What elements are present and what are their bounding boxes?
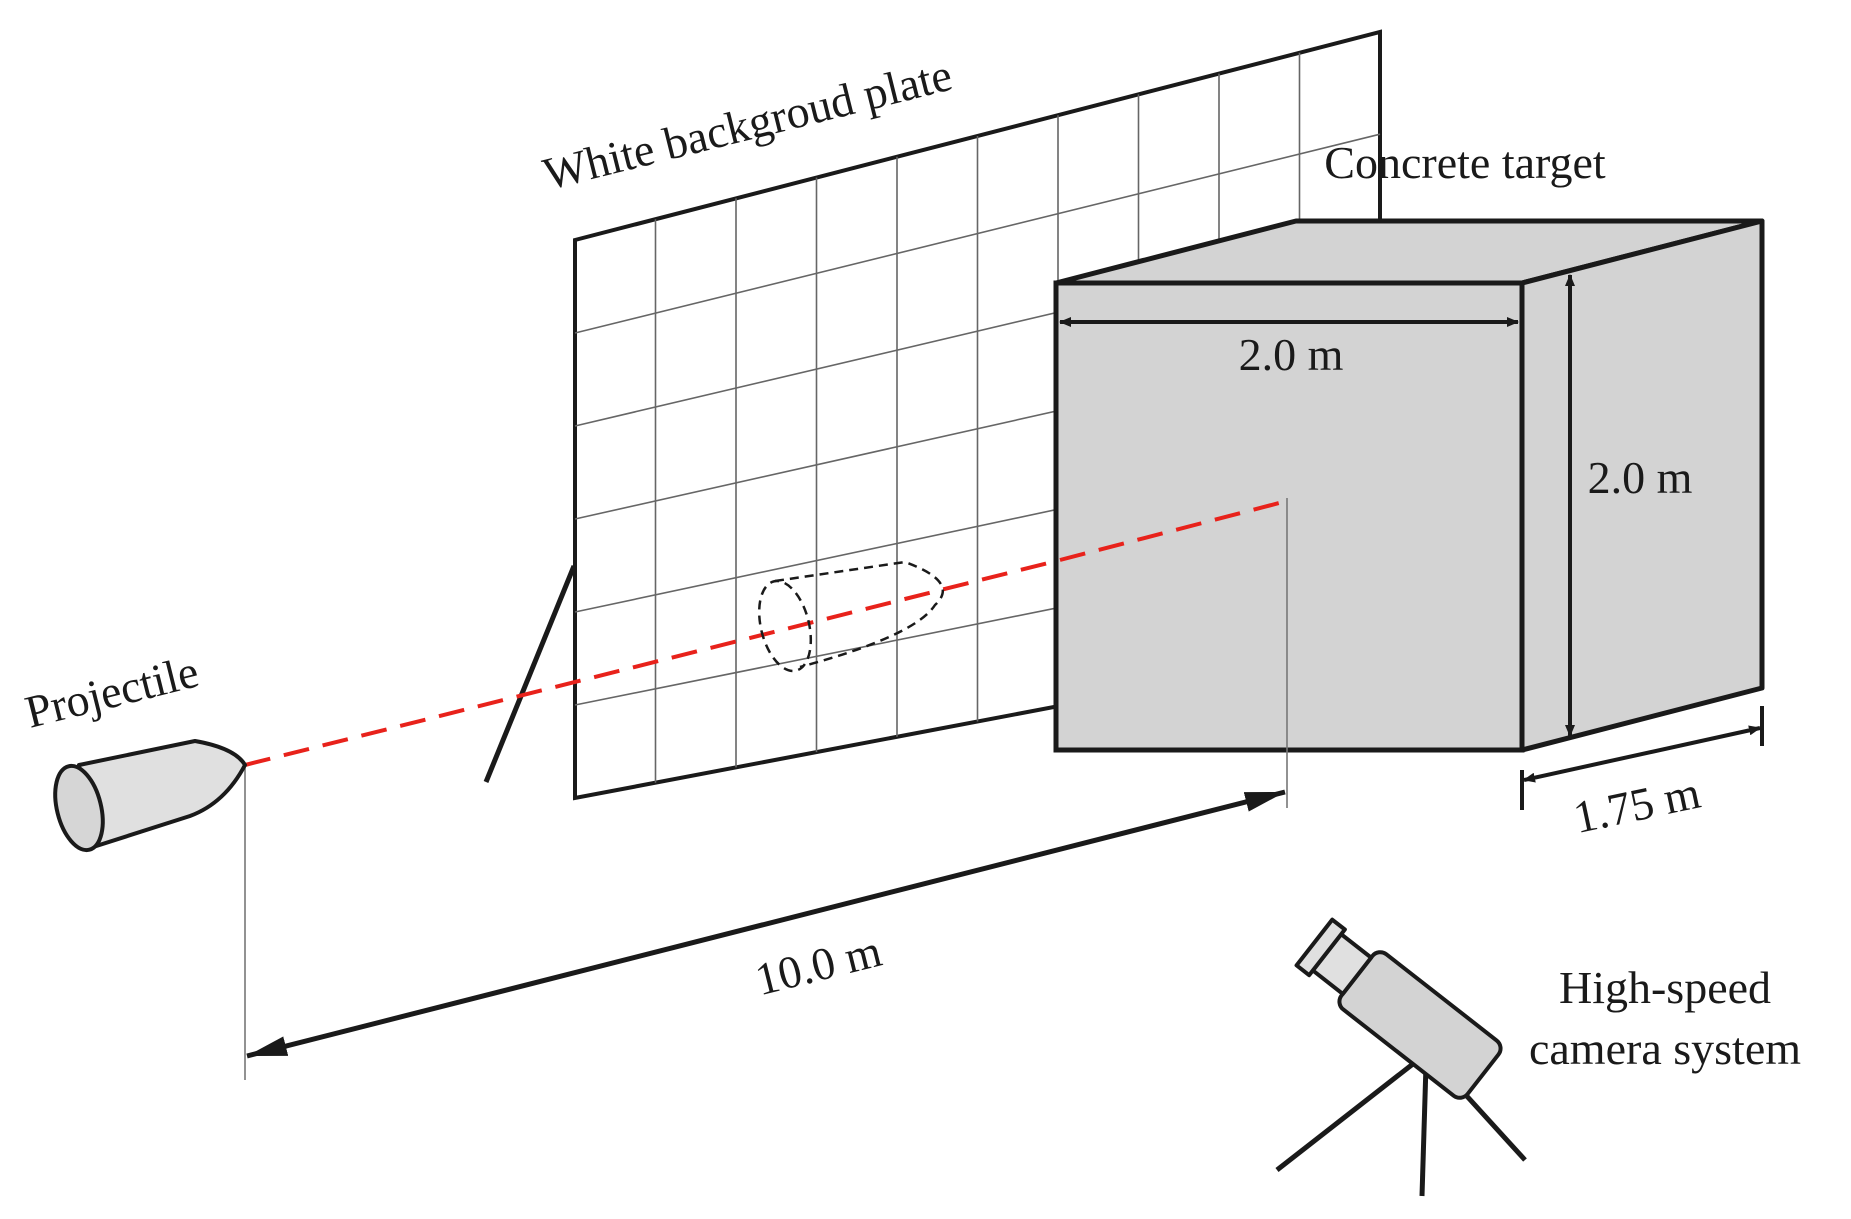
distance-arrow — [246, 789, 1286, 1059]
projectile-ghost-outline — [757, 560, 945, 673]
plate-grid-horizontal-line — [574, 133, 1381, 334]
high-speed-camera-icon — [1275, 917, 1527, 1197]
plate-support-leg — [483, 565, 577, 783]
target-front-face — [1053, 280, 1525, 753]
camera-label-line2: camera system — [1529, 1023, 1801, 1074]
target-height-label: 2.0 m — [1588, 452, 1693, 503]
trajectory-line-front — [244, 558, 1061, 767]
distance-label: 10.0 m — [750, 925, 887, 1005]
target-depth-label: 1.75 m — [1569, 767, 1705, 843]
projectile-label: Projectile — [20, 646, 203, 738]
target-depth-arrow — [1523, 725, 1761, 783]
projectile-icon — [53, 739, 247, 853]
camera-label-line1: High-speed — [1559, 962, 1771, 1013]
target-label: Concrete target — [1324, 137, 1606, 188]
target-width-label: 2.0 m — [1239, 329, 1344, 380]
concrete-target — [1053, 218, 1765, 753]
